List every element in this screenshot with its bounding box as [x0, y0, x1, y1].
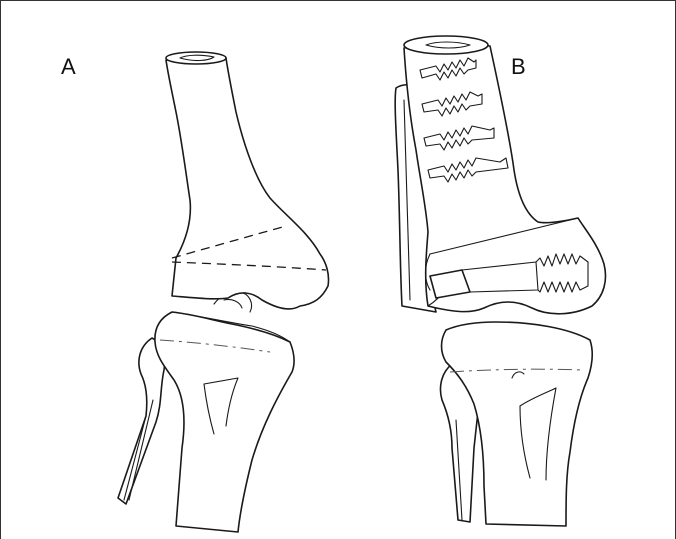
- panel-b-label: B: [511, 56, 526, 78]
- panel-b-drawing: [395, 36, 605, 526]
- panel-a-label: A: [61, 56, 76, 78]
- panel-b-femur: [404, 36, 606, 314]
- panel-a-femur: [166, 52, 329, 309]
- panel-a-tibia: [155, 312, 294, 532]
- panel-a-drawing: [118, 52, 329, 532]
- panel-a-fibula: [118, 338, 165, 504]
